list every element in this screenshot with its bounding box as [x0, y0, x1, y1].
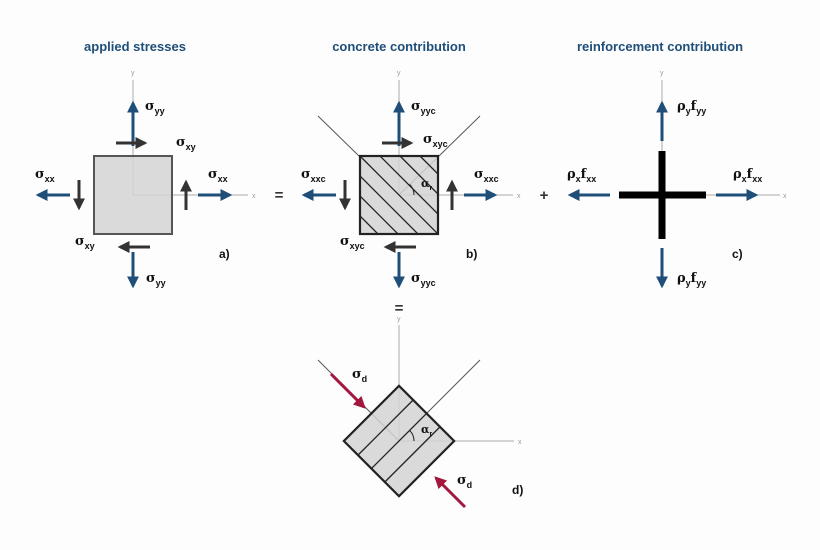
- label-sigma-yyc-bottom: σyyc: [411, 271, 436, 288]
- label-sigma-xxc-left: σxxc: [301, 167, 326, 184]
- label-sigma-xx-left: σxx: [35, 167, 55, 184]
- panel-label-a: a): [219, 247, 230, 261]
- label-sigma-xx-right: σxx: [208, 167, 228, 184]
- label-alpha-r-d: αr: [421, 423, 432, 438]
- sigma-d-lower-arrow: [434, 476, 467, 509]
- title-reinforcement-contribution: reinforcement contribution: [577, 39, 743, 54]
- label-rho-x-fxx-right: ρxfxx: [733, 167, 762, 184]
- sigma-d-upper-arrow: [329, 372, 366, 409]
- label-sigma-xyc-top: σxyc: [423, 132, 448, 149]
- angle-arc: [409, 184, 415, 196]
- label-alpha-r-b: αr: [421, 177, 432, 192]
- y-axis-label: y: [131, 70, 135, 77]
- panel-label-d: d): [512, 483, 523, 497]
- panel-label-c: c): [732, 247, 743, 261]
- concrete-hatching: [360, 155, 438, 233]
- label-sigma-d-lower: σd: [457, 473, 472, 490]
- label-sigma-xy-top: σxy: [176, 135, 196, 152]
- label-rho-y-fyy-bottom: ρyfyy: [677, 271, 706, 288]
- x-axis-label: x: [518, 439, 522, 446]
- title-concrete-contribution: concrete contribution: [332, 39, 466, 54]
- panel-label-b: b): [466, 247, 477, 261]
- angle-arc: [409, 430, 415, 442]
- x-axis-label: x: [252, 193, 256, 200]
- plus-operator-bc: +: [540, 187, 549, 204]
- title-applied-stresses: applied stresses: [84, 39, 186, 54]
- element-square: [93, 155, 173, 235]
- y-axis-label: y: [397, 70, 401, 77]
- label-rho-x-fxx-left: ρxfxx: [567, 167, 596, 184]
- label-sigma-yy-top: σyy: [145, 99, 165, 116]
- x-axis-label: x: [517, 193, 521, 200]
- panel-c: y x ρyfyy ρxfxx ρxfxx ρyfyy c): [567, 70, 787, 289]
- y-axis-label: y: [397, 316, 401, 323]
- label-sigma-xxc-right: σxxc: [474, 167, 499, 184]
- rotated-concrete-element: [342, 384, 456, 498]
- panel-d: y x αr σd σd d): [317, 316, 523, 509]
- label-sigma-xyc-bottom: σxyc: [340, 234, 365, 251]
- panel-b: y x αr σyyc σxyc σxxc σxxc σxyc σyy: [301, 70, 521, 289]
- label-rho-y-fyy-top: ρyfyy: [677, 99, 706, 116]
- label-sigma-xy-bottom: σxy: [75, 234, 95, 251]
- label-sigma-d-upper: σd: [352, 367, 367, 384]
- equals-operator-ab: =: [275, 187, 284, 204]
- equals-operator-bd: =: [395, 300, 404, 317]
- label-sigma-yy-bottom: σyy: [146, 271, 166, 288]
- concrete-element-border: [358, 154, 440, 236]
- y-axis-label: y: [660, 70, 664, 77]
- x-axis-label: x: [783, 193, 787, 200]
- label-sigma-yyc-top: σyyc: [411, 99, 436, 116]
- panel-a: y x σyy σxy σxx σxx σxy σyy a): [35, 70, 256, 289]
